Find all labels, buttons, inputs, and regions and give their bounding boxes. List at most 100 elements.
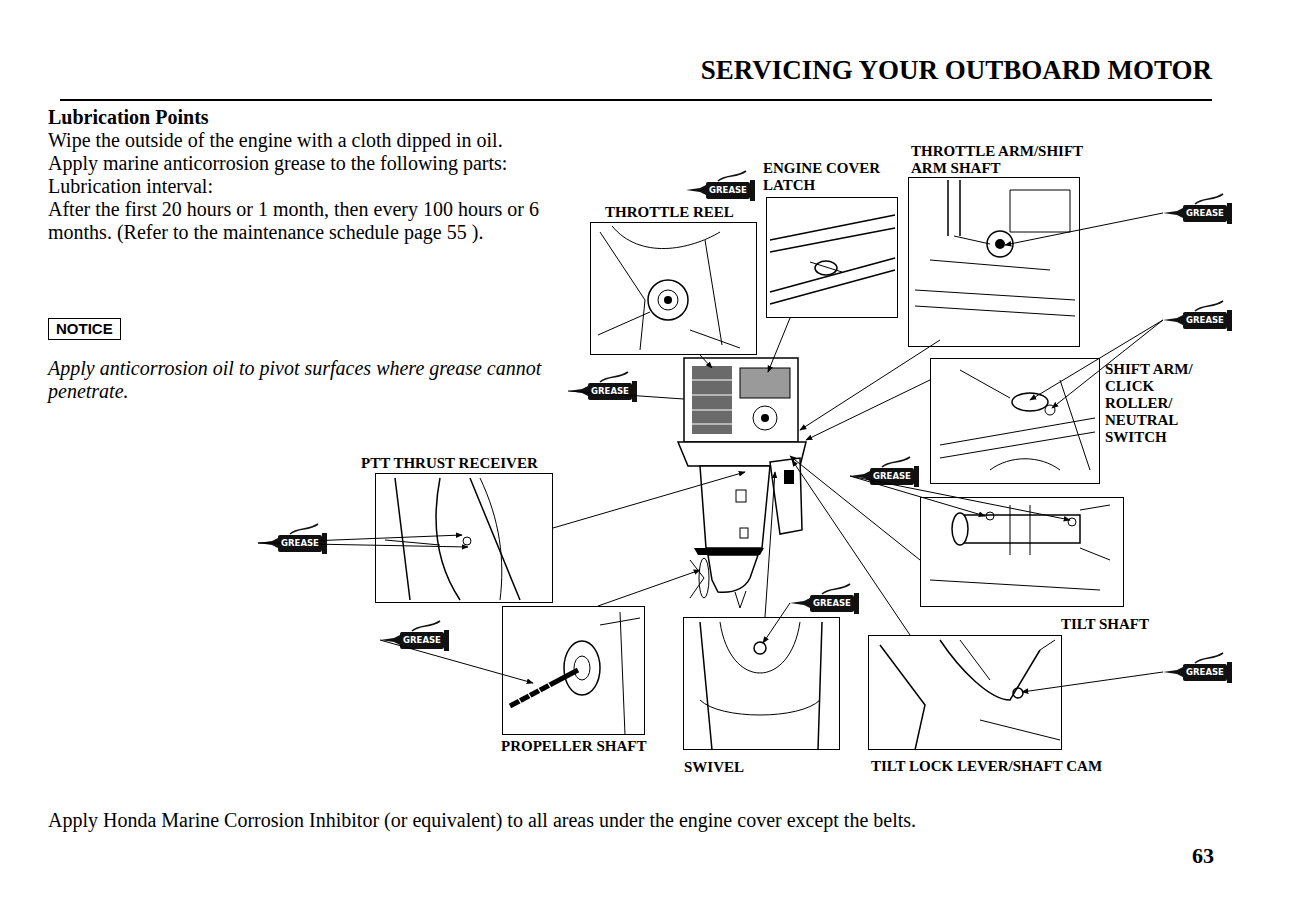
leader-line	[806, 380, 930, 440]
propeller-blades	[690, 560, 704, 598]
shift-detail	[940, 370, 1095, 470]
grease-icon	[1163, 301, 1232, 331]
body-text: Lubrication interval:	[48, 175, 213, 198]
grease-label: GREASE	[588, 384, 632, 399]
part-name: SWIVEL	[684, 759, 744, 776]
inset-box: PTT THRUST RECEIVER	[375, 473, 553, 603]
grease-icon	[1163, 653, 1232, 683]
part-name: THROTTLE ARM/SHIFT ARM SHAFT	[911, 143, 1106, 177]
gearcase	[708, 555, 758, 592]
part-name: PTT THRUST RECEIVER	[361, 455, 538, 472]
grease-pointer	[763, 603, 790, 643]
grease-label: GREASE	[400, 633, 444, 648]
grease-label: GREASE	[1183, 313, 1227, 328]
click-roller	[1045, 405, 1055, 415]
tilt-lock-detail	[960, 640, 1060, 740]
shaft-threads	[518, 683, 554, 708]
grease-pointer	[568, 391, 698, 400]
engine-pulley	[753, 406, 777, 430]
arm-shaft	[987, 231, 1013, 257]
propeller-detail	[600, 612, 640, 735]
page-header: SERVICING YOUR OUTBOARD MOTOR	[600, 54, 1212, 86]
leader-line	[792, 460, 910, 635]
powerhead	[684, 358, 798, 442]
arm-detail	[915, 190, 1075, 316]
inset-box: THROTTLE REEL	[590, 222, 757, 355]
stern-bracket	[770, 458, 802, 534]
part-name: TILT SHAFT	[1061, 616, 1149, 633]
shaft-cam	[1013, 688, 1023, 698]
shift-arm	[1012, 393, 1048, 411]
header-rule	[60, 99, 1212, 101]
decal	[736, 490, 746, 502]
reel-bracket	[600, 232, 645, 350]
grease-label: GREASE	[278, 536, 322, 551]
grease-label: GREASE	[1183, 665, 1227, 680]
thrust-receiver	[463, 537, 471, 545]
tilt-detail	[930, 505, 1110, 590]
decal	[740, 528, 748, 538]
part-name: THROTTLE REEL	[605, 204, 734, 221]
latch	[815, 261, 837, 275]
leader-line	[768, 318, 790, 372]
latch-cover-edge	[770, 215, 895, 304]
leader-line	[598, 570, 700, 606]
grease-icon	[686, 171, 755, 201]
tilt-lock-lever	[880, 640, 1040, 750]
propeller-hub	[564, 641, 600, 695]
notice-tag: NOTICE	[48, 318, 121, 340]
inset-box: THROTTLE ARM/SHIFT ARM SHAFT	[908, 177, 1080, 347]
latch-detail	[810, 262, 842, 272]
grease-pointer	[850, 476, 985, 516]
engine-part	[740, 368, 790, 398]
page-number: 63	[1192, 843, 1214, 869]
part-name: PROPELLER SHAFT	[501, 738, 646, 755]
arm-hub	[995, 239, 1005, 249]
inset-box: TILT LOCK LEVER/SHAFT CAM	[868, 635, 1062, 750]
grease-label: GREASE	[706, 183, 750, 198]
bracket-part	[784, 470, 794, 484]
propeller-hub	[574, 656, 590, 680]
caption-note: Apply Honda Marine Corrosion Inhibitor (…	[48, 809, 916, 832]
grease-icon	[790, 584, 859, 614]
tilt-shaft-end	[952, 513, 968, 545]
body-text: After the first 20 hours or 1 month, the…	[48, 198, 598, 244]
grease-pointer	[1005, 213, 1163, 245]
skeg	[735, 591, 746, 608]
body-text: Wipe the outside of the engine with a cl…	[48, 129, 503, 152]
reel-cable	[612, 226, 720, 249]
reel-detail	[598, 240, 740, 348]
grease-label: GREASE	[870, 469, 914, 484]
grease-nipple	[1068, 518, 1076, 526]
section-heading: Lubrication Points	[48, 106, 209, 129]
midsection	[700, 466, 770, 548]
tilt-shaft	[960, 515, 1080, 543]
grease-nipple	[986, 512, 994, 520]
grease-icon	[258, 524, 327, 554]
engine-hub	[761, 414, 769, 422]
part-name: ENGINE COVER LATCH	[763, 160, 898, 194]
grease-icon	[380, 621, 449, 651]
grease-icon	[1163, 194, 1232, 224]
grease-label: GREASE	[1183, 206, 1227, 221]
swivel-grease-point	[754, 642, 766, 654]
grease-label: GREASE	[810, 596, 854, 611]
leader-line	[790, 456, 920, 560]
notice-text: Apply anticorrosion oil to pivot surface…	[48, 357, 593, 403]
inset-box: SHIFT ARM/ CLICK ROLLER/ NEUTRAL SWITCH	[930, 358, 1100, 484]
ptt-detail	[385, 478, 502, 600]
grease-icon	[568, 372, 637, 402]
body-text: Apply marine anticorrosion grease to the…	[48, 152, 507, 175]
swivel-case	[700, 622, 822, 750]
leader-line	[553, 472, 745, 528]
reel-pulley	[658, 290, 678, 310]
part-name: SHIFT ARM/ CLICK ROLLER/ NEUTRAL SWITCH	[1105, 361, 1205, 446]
inset-box: TILT SHAFT	[920, 497, 1124, 607]
engine-fins	[692, 380, 732, 424]
arm-rod	[948, 180, 960, 236]
grease-pointer	[380, 640, 533, 683]
inset-box: PROPELLER SHAFT	[502, 606, 645, 735]
reel-pulley	[648, 280, 688, 320]
grease-pointer	[1022, 672, 1163, 692]
